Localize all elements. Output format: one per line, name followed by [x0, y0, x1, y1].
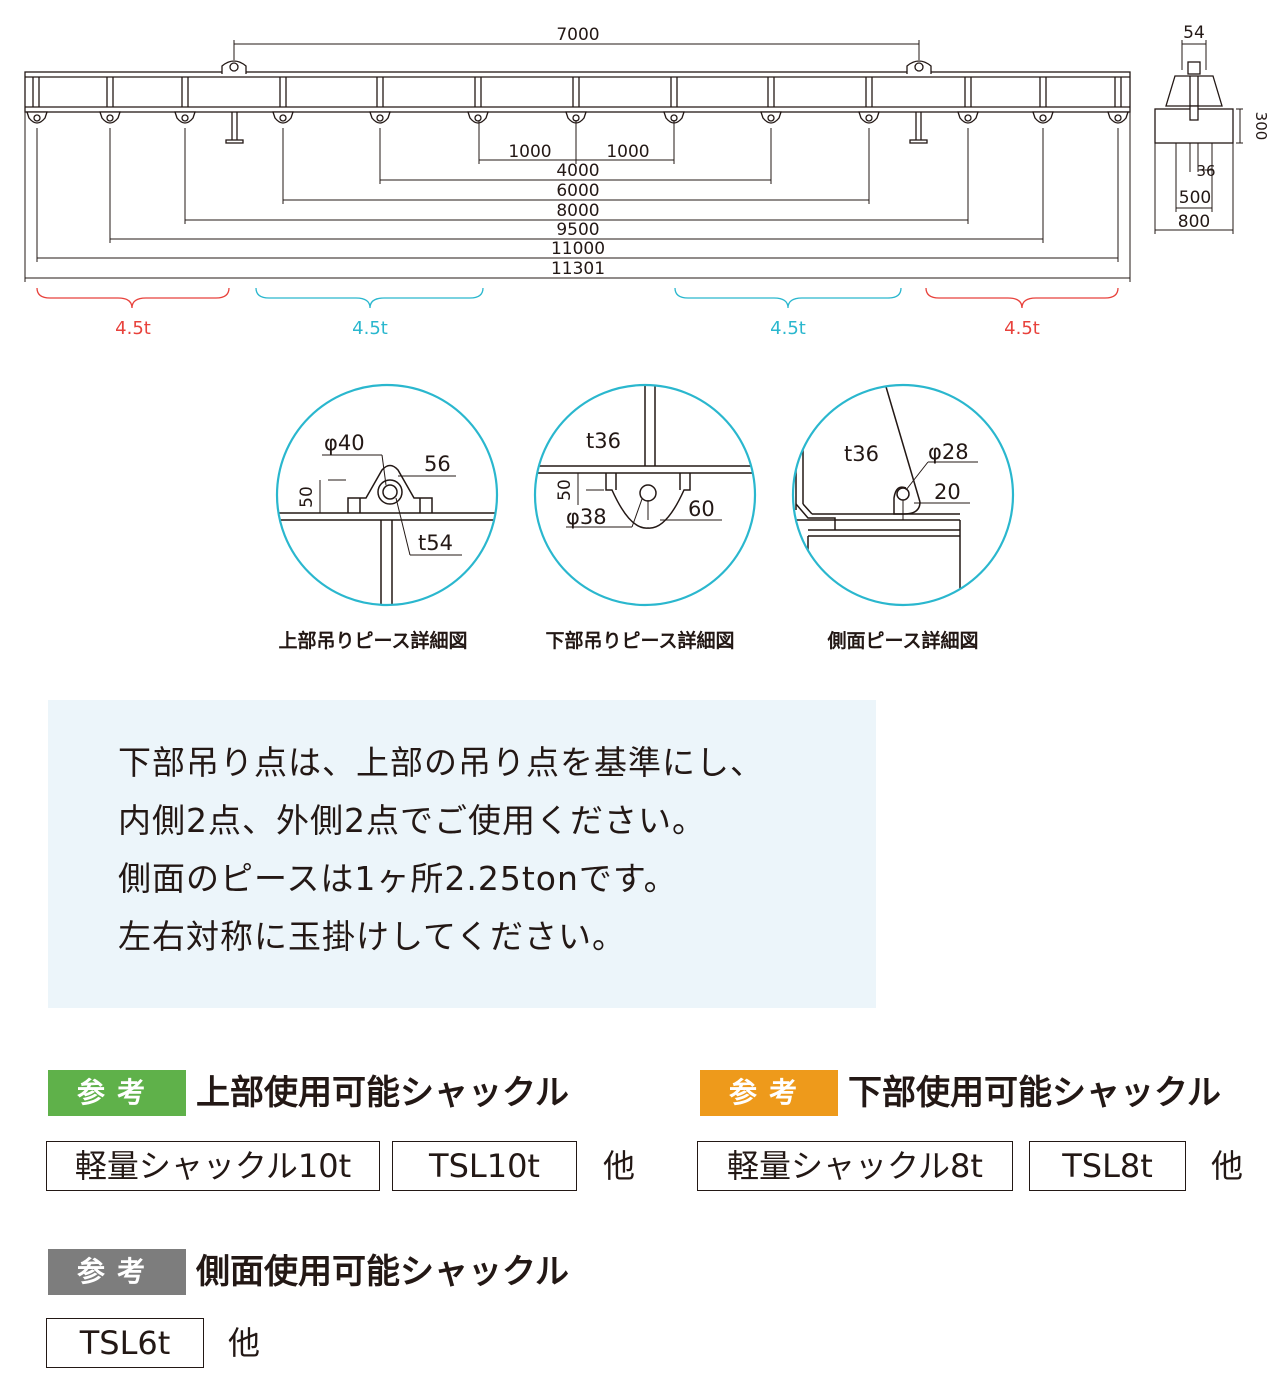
lower-lifting-lug — [858, 111, 880, 124]
shackle-item-side-1: TSL6t — [46, 1318, 204, 1368]
beam-stiffener — [474, 77, 482, 107]
detail-side-label-20: 20 — [934, 480, 961, 504]
dim-11000: 11000 — [551, 239, 605, 259]
side-dim-post: 36 — [1196, 162, 1215, 180]
load-label-outer-right: 4.5t — [1004, 318, 1040, 339]
shackle-etc-lower: 他 — [1211, 1147, 1244, 1185]
dim-9500: 9500 — [556, 220, 599, 240]
detail-upper-label-50: 50 — [297, 486, 317, 508]
dim-11301: 11301 — [551, 259, 605, 279]
dim-inner-right: 1000 — [606, 142, 649, 162]
beam-stiffener — [767, 77, 775, 107]
beam-elevation-drawing: 7000 1000 1000 4000 6000 8000 9500 11000… — [24, 23, 1270, 339]
beam-stiffener — [376, 77, 384, 107]
detail-lower-label-diameter: φ38 — [566, 505, 607, 529]
note-line-1: 下部吊り点は、上部の吊り点を基準にし、 — [118, 743, 764, 782]
detail-lower-lifting-piece: t36 50 φ38 60 — [533, 383, 757, 607]
lower-lifting-lug — [174, 111, 196, 124]
beam-stiffener — [32, 77, 40, 107]
detail-lower-label-50: 50 — [555, 479, 575, 501]
side-dim-height: 300 — [1252, 112, 1270, 141]
note-line-2: 内側2点、外側2点でご使用ください。 — [118, 801, 706, 840]
usage-note-box: 下部吊り点は、上部の吊り点を基準にし、 内側2点、外側2点でご使用ください。 側… — [48, 700, 876, 1008]
shackle-item-upper-2: TSL10t — [392, 1141, 577, 1191]
beam-stiffener — [181, 77, 189, 107]
side-dim-top-width: 54 — [1183, 23, 1205, 43]
load-label-inner-right: 4.5t — [770, 318, 806, 339]
side-dim-inner-width: 500 — [1179, 188, 1211, 208]
detail-lower-label-thickness: t36 — [586, 429, 621, 453]
lower-lifting-lug — [760, 111, 782, 124]
dim-6000: 6000 — [556, 181, 599, 201]
reference-badge-lower: 参考 — [700, 1070, 838, 1116]
detail-side-label-thickness: t36 — [844, 442, 879, 466]
lower-lifting-lug — [957, 111, 979, 124]
beam-stiffener — [1039, 77, 1047, 107]
detail-upper-label-56: 56 — [424, 452, 451, 476]
shackle-etc-side: 他 — [228, 1324, 261, 1362]
reference-title-side: 側面使用可能シャックル — [196, 1252, 569, 1292]
detail-drawings: φ40 56 50 t54 t36 50 φ38 60 — [275, 383, 1015, 652]
detail-side-caption: 側面ピース詳細図 — [826, 629, 978, 652]
reference-badge-side: 参考 — [48, 1249, 186, 1295]
shackle-item-lower-1: 軽量シャックル8t — [697, 1141, 1013, 1191]
detail-upper-label-diameter: φ40 — [324, 431, 365, 455]
load-brace-outer-left — [36, 287, 230, 309]
reference-badge-upper: 参考 — [48, 1070, 186, 1116]
lower-lifting-lug — [369, 111, 391, 124]
shackle-etc-upper: 他 — [603, 1147, 636, 1185]
beam-stiffener — [279, 77, 287, 107]
note-line-3: 側面のピースは1ヶ所2.25tonです。 — [118, 859, 678, 898]
side-view-drawing — [1154, 40, 1243, 234]
shackle-item-upper-1: 軽量シャックル10t — [46, 1141, 380, 1191]
shackle-item-lower-2: TSL8t — [1029, 1141, 1186, 1191]
lower-lifting-lug — [1032, 111, 1054, 124]
load-brace-inner-left — [255, 287, 484, 309]
top-lifting-lug-right — [906, 60, 932, 74]
support-leg-right — [909, 112, 928, 144]
note-line-4: 左右対称に玉掛けしてください。 — [118, 917, 627, 956]
dim-8000: 8000 — [556, 201, 599, 221]
detail-lower-caption: 下部吊りピース詳細図 — [545, 629, 734, 652]
top-lifting-lug-left — [221, 60, 247, 74]
detail-side-label-diameter: φ28 — [928, 440, 969, 464]
reference-title-upper: 上部使用可能シャックル — [196, 1073, 569, 1113]
lower-lifting-lug — [99, 111, 121, 124]
reference-title-lower: 下部使用可能シャックル — [848, 1073, 1221, 1113]
beam-stiffener — [670, 77, 678, 107]
beam-stiffener — [572, 77, 580, 107]
beam-stiffener — [106, 77, 114, 107]
beam-stiffener — [964, 77, 972, 107]
beam-stiffener — [1114, 77, 1122, 107]
detail-upper-label-thickness: t54 — [418, 531, 453, 555]
load-label-inner-left: 4.5t — [352, 318, 388, 339]
lower-lifting-lug — [272, 111, 294, 124]
lower-lifting-lug — [1107, 111, 1129, 124]
lower-lifting-lug — [26, 111, 48, 124]
load-brace-inner-right — [674, 287, 902, 309]
detail-upper-lifting-piece: φ40 56 50 t54 — [275, 383, 499, 607]
beam-stiffener — [865, 77, 873, 107]
dim-top-span: 7000 — [556, 25, 599, 45]
load-brace-outer-right — [925, 287, 1119, 309]
beam-body — [24, 71, 1131, 113]
lower-lifting-lug — [467, 111, 489, 124]
side-dim-outer-width: 800 — [1178, 212, 1210, 232]
detail-side-piece: t36 φ28 20 — [791, 383, 1015, 607]
load-label-outer-left: 4.5t — [115, 318, 151, 339]
dim-4000: 4000 — [556, 161, 599, 181]
support-leg-left — [225, 112, 244, 144]
detail-lower-label-60: 60 — [688, 497, 715, 521]
dim-inner-left: 1000 — [508, 142, 551, 162]
detail-upper-caption: 上部吊りピース詳細図 — [278, 629, 467, 652]
